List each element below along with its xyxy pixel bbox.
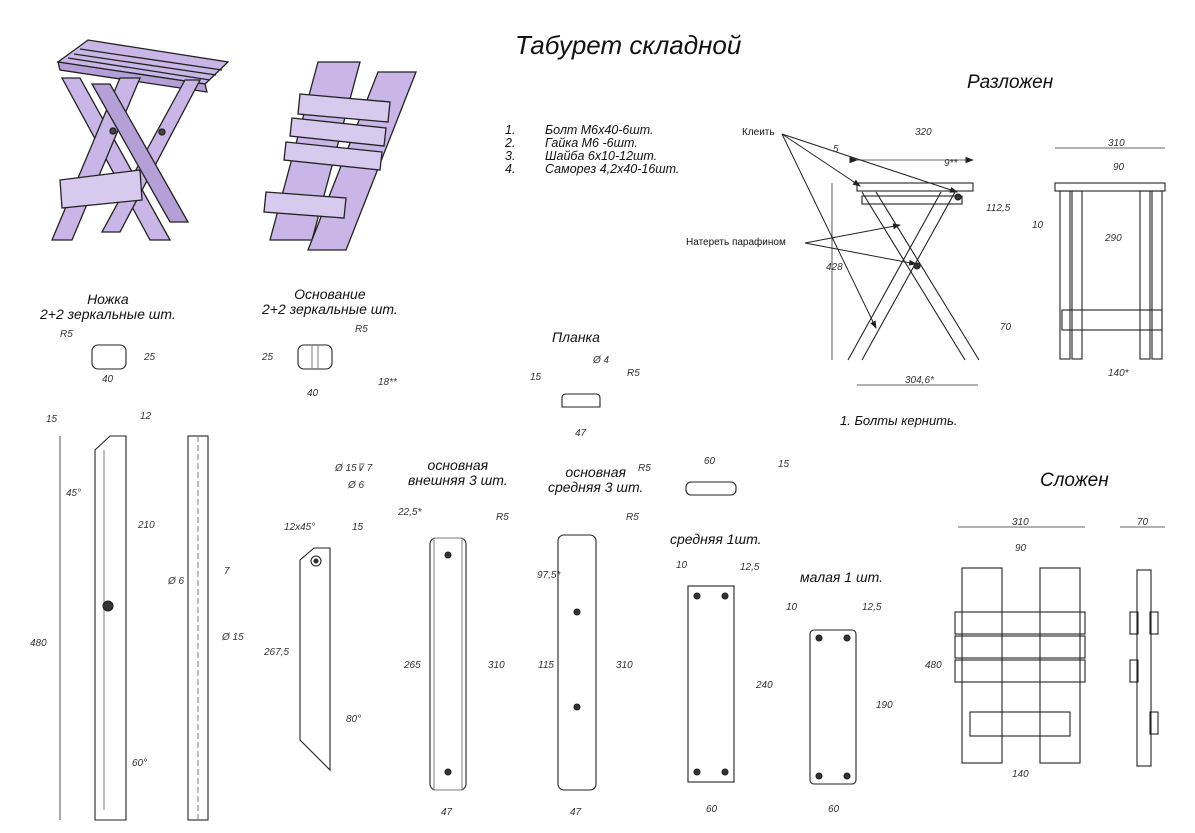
dimension-labels: 320 310 5 9** 112,5 428 70 304,6* 90 10 …: [30, 127, 1149, 818]
caption-mid-one: средняя 1шт.: [670, 531, 762, 547]
dim-320: 320: [915, 127, 932, 138]
dim-phi4: Ø 4: [592, 355, 610, 366]
dim-r5c: R5: [627, 368, 640, 379]
view-title-unfolded: Разложен: [967, 72, 1054, 93]
dim-60g: 60: [706, 804, 718, 815]
dim-90b: 90: [1015, 543, 1027, 554]
dim-310a: 310: [1108, 138, 1125, 149]
dim-428: 428: [826, 262, 843, 273]
dim-15c: 15: [530, 372, 542, 383]
dim-15d: 15: [778, 459, 790, 470]
hardware-item: 3.Шайба 6х10-12шт.: [505, 149, 658, 163]
dim-60h: 60: [828, 804, 840, 815]
caption-small-one: малая 1 шт.: [800, 569, 883, 585]
dim-40b: 40: [307, 388, 319, 399]
dim-r5a: R5: [60, 329, 73, 340]
hardware-item: 4.Саморез 4,2х40-16шт.: [505, 162, 680, 176]
dim-r5e: R5: [496, 512, 509, 523]
caption-leg: Ножка 2+2 зеркальные шт.: [40, 291, 176, 322]
dim-10a: 10: [1032, 220, 1044, 231]
dim-18: 18**: [378, 377, 398, 388]
dim-480b: 480: [925, 660, 942, 671]
folded-front-view: [954, 526, 1086, 764]
stool-3d-unfolded: [51, 39, 230, 241]
dim-47c: 47: [575, 428, 587, 439]
dim-140a: 140*: [1108, 368, 1130, 379]
dim-15b: 15: [352, 522, 364, 533]
dim-40a: 40: [102, 374, 114, 385]
dim-a45: 45°: [66, 488, 81, 499]
hardware-item: 1.Болт М6х40-6шт.: [505, 123, 654, 137]
folded-side-view: [1120, 526, 1165, 767]
dim-90a: 90: [1113, 162, 1125, 173]
dim-975: 97,5*: [537, 570, 561, 581]
dim-phi6l: Ø 6: [167, 576, 185, 587]
dim-a80: 80°: [346, 714, 361, 725]
dim-265: 265: [403, 660, 421, 671]
dim-a60: 60°: [132, 758, 147, 769]
dim-25b: 25: [261, 352, 274, 363]
dim-70a: 70: [1000, 322, 1012, 333]
dim-r5b: R5: [355, 324, 368, 335]
hardware-list: 1.Болт М6х40-6шт. 2.Гайка М6 -6шт. 3.Шай…: [505, 124, 679, 176]
hardware-item: 2.Гайка М6 -6шт.: [505, 136, 638, 150]
unfolded-front-view: [1054, 147, 1166, 360]
caption-base: Основание 2+2 зеркальные шт.: [262, 286, 398, 317]
dim-r5f: R5: [626, 512, 639, 523]
dim-225: 22,5*: [397, 507, 422, 518]
note-text: 1. Болты кернить.: [840, 413, 958, 428]
dim-7l: 7: [224, 566, 230, 577]
dim-47f: 47: [570, 807, 582, 818]
dim-140b: 140: [1012, 769, 1029, 780]
leg-section: [91, 344, 737, 496]
unfolded-side-view: [831, 156, 980, 386]
dim-290: 290: [1104, 233, 1122, 244]
dim-5: 5: [833, 144, 839, 155]
dim-310e: 310: [488, 660, 505, 671]
callout-wax: Натереть парафином: [686, 237, 786, 248]
mid-panel: [687, 585, 735, 783]
base-part: [299, 547, 331, 772]
middle-slat: [557, 534, 597, 791]
dim-115: 115: [538, 660, 554, 671]
dim-r5d: R5: [638, 463, 651, 474]
dim-125h: 12,5: [862, 602, 882, 613]
stool-3d-folded: [263, 61, 417, 251]
dim-phi6b: Ø 6: [347, 480, 365, 491]
callout-glue: Клеить: [742, 127, 775, 138]
caption-outer: основная внешняя 3 шт.: [408, 457, 508, 488]
dim-10g: 10: [676, 560, 688, 571]
dim-210: 210: [137, 520, 155, 531]
caption-middle: основная средняя 3 шт.: [548, 464, 644, 495]
dim-9: 9**: [944, 158, 958, 169]
dim-70b: 70: [1137, 517, 1149, 528]
small-panel: [809, 629, 857, 785]
dim-12x45: 12x45°: [284, 522, 315, 533]
dim-12l: 12: [140, 411, 152, 422]
dim-phi15v: Ø 15⊽ 7: [334, 463, 373, 474]
view-title-folded: Сложен: [1040, 470, 1109, 491]
dim-2675: 267,5: [263, 647, 289, 658]
dim-47e: 47: [441, 807, 453, 818]
dim-25a: 25: [143, 352, 156, 363]
dim-15l: 15: [46, 414, 58, 425]
drawing-title: Табурет складной: [515, 30, 742, 60]
dim-190: 190: [876, 700, 893, 711]
dim-480l: 480: [30, 638, 47, 649]
callout-lines: [781, 133, 958, 329]
leg-long-view: [59, 435, 209, 821]
dim-60d: 60: [704, 456, 716, 467]
dim-3046: 304,6*: [905, 375, 935, 386]
dim-1125: 112,5: [986, 203, 1011, 214]
caption-slat: Планка: [552, 329, 600, 345]
dim-310f: 310: [616, 660, 633, 671]
dim-310b: 310: [1012, 517, 1029, 528]
dim-125g: 12,5: [740, 562, 760, 573]
outer-slat: [429, 537, 467, 791]
dim-240: 240: [755, 680, 773, 691]
dim-phi15l: Ø 15: [221, 632, 244, 643]
dim-10h: 10: [786, 602, 798, 613]
